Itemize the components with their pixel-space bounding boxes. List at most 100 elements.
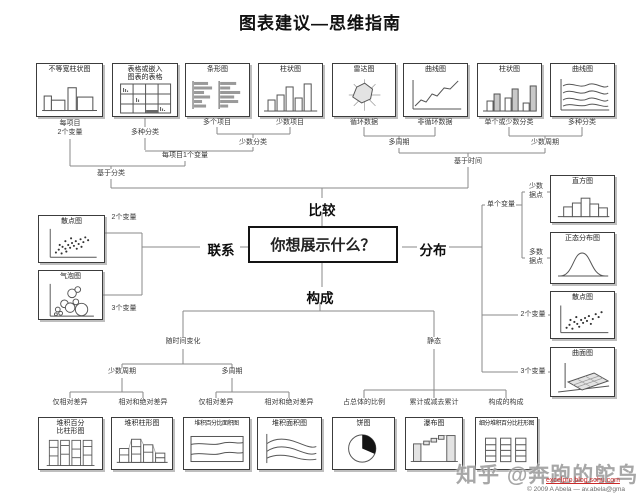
page-title: 图表建议—思维指南: [239, 14, 401, 33]
column-chart-icon: [263, 83, 318, 112]
copyright-text: © 2009 A Abela — av.abela@gma: [527, 486, 625, 493]
thumbnail-title: 饼图: [356, 420, 371, 427]
thumbnail-title: 气泡图: [60, 273, 81, 280]
label-accumulation: 累计或减去累计: [409, 399, 459, 406]
table-embedded-charts-icon: [120, 83, 171, 114]
thumbnail-title: 瀑布图: [423, 420, 445, 427]
thumbnail-title: 堆积柱形图: [124, 420, 160, 427]
thumbnail-scatter-chart: 散点图: [38, 215, 105, 263]
label-one-var-per-item: 每项目1个变量: [162, 152, 208, 159]
thumbnail-title: 堆积百分比面积图: [194, 421, 239, 427]
thumbnail-title: 直方图: [572, 178, 593, 185]
stacked-100-column-icon: [46, 439, 95, 466]
label-2-variables-left: 2个变量: [111, 214, 137, 221]
thumbnail-title: 细分堆积百分比柱形图: [478, 421, 535, 427]
label-changing-over-time: 随时间变化: [165, 338, 201, 345]
label-share-of-total: 占总体的比例: [343, 399, 385, 406]
label-many-periods: 多周期: [388, 139, 410, 146]
thumbnail-normal-distribution: 正态分布图: [550, 232, 615, 284]
waterfall-chart-icon: [410, 435, 458, 462]
label-many-categories-2: 多种分类: [568, 119, 596, 126]
label-3-variables-right: 3个变量: [520, 368, 546, 375]
label-many-items: 多个项目: [203, 119, 231, 126]
label-2-vars-per-item: 每项目 2个变量: [57, 120, 83, 136]
surface-chart-icon: [557, 363, 610, 393]
thumbnail-line-chart-2: 曲线图: [550, 63, 615, 117]
stacked-column-icon: [116, 438, 168, 463]
histogram-icon: [557, 197, 610, 218]
multi-line-chart-icon: [560, 78, 610, 111]
thumbnail-stacked-area: 堆积面积图: [257, 417, 322, 470]
thumbnail-bubble-chart: 气泡图: [38, 270, 103, 320]
scatter-chart-icon: [560, 305, 609, 334]
label-few-items: 少数项目: [276, 119, 304, 126]
branch-comparison: 比较: [308, 203, 336, 218]
center-question: 你想展示什么？: [270, 237, 376, 254]
branch-distribution: 分布: [419, 243, 447, 258]
label-many-periods-2: 多周期: [221, 368, 243, 375]
label-few-categories: 少数分类: [239, 139, 267, 146]
variable-width-column-icon: [42, 87, 97, 112]
scatter-chart-icon: [49, 228, 97, 258]
label-based-on-category: 基于分类: [97, 170, 125, 177]
label-single-variable: 单个变量: [487, 201, 515, 208]
thumbnail-title: 散点图: [572, 294, 593, 301]
thumbnail-title: 不等宽柱状图: [48, 66, 91, 73]
thumbnail-pie-chart: 饼图: [332, 417, 395, 470]
thumbnail-bar-chart: 条形图: [185, 63, 250, 117]
thumbnail-title: 堆积面积图: [272, 420, 307, 427]
bubble-chart-icon: [49, 283, 94, 317]
thumbnail-title: 雷达图: [353, 66, 375, 73]
source-link[interactable]: excelpro.blog.sohu.com: [546, 477, 620, 484]
thumbnail-stacked-100-column-subcomponents: 细分堆积百分比柱形图: [475, 417, 538, 470]
thumbnail-stacked-100-area: 堆积百分比面积图: [183, 417, 250, 470]
thumbnail-title: 正态分布图: [565, 235, 600, 242]
line-chart-icon: [412, 79, 462, 110]
label-relative-absolute-1: 相对和绝对差异: [118, 399, 168, 406]
grouped-column-chart-icon: [482, 85, 537, 112]
label-relative-only-2: 仅相对差异: [198, 399, 234, 406]
thumbnail-variable-width-column: 不等宽柱状图: [36, 63, 103, 117]
thumbnail-title: 堆积百分 比柱形图: [56, 420, 85, 435]
branch-composition: 构成: [306, 291, 334, 306]
thumbnail-stacked-100-column: 堆积百分 比柱形图: [38, 417, 103, 470]
thumbnail-stacked-column: 堆积柱形图: [111, 417, 173, 470]
label-few-periods: 少数周期: [531, 139, 559, 146]
thumbnail-surface-chart: 曲面图: [550, 347, 615, 397]
pie-chart-icon: [347, 434, 377, 463]
watermark: 知乎 @奔跑的鸵鸟: [456, 464, 639, 487]
label-many-data-points: 多数 据点: [529, 249, 543, 265]
thumbnail-line-chart: 曲线图: [403, 63, 468, 117]
stacked-100-area-icon: [190, 435, 244, 463]
thumbnail-column-chart-2: 柱状图: [477, 63, 542, 117]
normal-distribution-icon: [557, 252, 609, 277]
thumbnail-title: 曲线图: [572, 66, 593, 73]
thumbnail-waterfall-chart: 瀑布图: [405, 417, 463, 470]
label-2-variables-right: 2个变量: [520, 311, 546, 318]
thumbnail-title: 曲线图: [425, 66, 446, 73]
thumbnail-histogram: 直方图: [550, 175, 615, 223]
thumbnail-title: 柱状图: [280, 66, 301, 73]
thumbnail-title: 曲面图: [572, 350, 593, 357]
label-few-periods-2: 少数周期: [108, 368, 136, 375]
bar-chart-icon: [192, 80, 241, 110]
stacked-column-subcomponents-icon: [484, 437, 527, 463]
thumbnail-table-embedded-charts: 表格或嵌入 图表的表格: [112, 63, 178, 117]
label-many-categories-1: 多种分类: [131, 129, 159, 136]
thumbnail-column-chart: 柱状图: [258, 63, 323, 117]
branch-relationship: 联系: [207, 243, 235, 258]
center-question-box: 你想展示什么？: [248, 226, 398, 263]
stacked-area-icon: [266, 433, 317, 464]
label-based-on-time: 基于时间: [454, 158, 482, 165]
label-3-variables-left: 3个变量: [111, 305, 137, 312]
label-noncyclical-data: 非循环数据: [417, 119, 453, 126]
label-cyclical-data: 循环数据: [350, 119, 378, 126]
thumbnail-title: 表格或嵌入 图表的表格: [127, 66, 163, 81]
label-single-or-few-categories: 单个或少数分类: [484, 119, 534, 126]
label-few-data-points: 少数 据点: [529, 183, 543, 199]
label-relative-absolute-2: 相对和绝对差异: [264, 399, 314, 406]
label-static: 静态: [427, 338, 441, 345]
radar-chart-icon: [348, 79, 381, 111]
